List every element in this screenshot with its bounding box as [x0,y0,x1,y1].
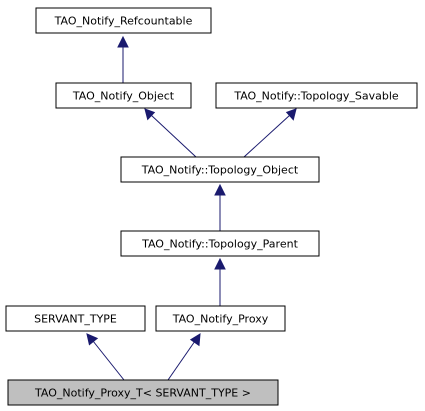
edge-topology-object-to-object [144,108,197,158]
node-servant-type[interactable]: SERVANT_TYPE [5,305,146,332]
edge-topology-object-to-savable [243,108,297,158]
edge-proxy-t-to-servant-type [86,333,125,381]
node-label: TAO_Notify_Object [72,90,175,103]
node-label: TAO_Notify_Refcountable [54,15,193,28]
node-label: TAO_Notify::Topology_Object [141,164,299,177]
node-topology-parent[interactable]: TAO_Notify::Topology_Parent [120,230,320,257]
node-topology-object[interactable]: TAO_Notify::Topology_Object [120,156,320,183]
node-box [55,82,192,109]
node-refcountable[interactable]: TAO_Notify_Refcountable [35,7,212,34]
edge-proxy-to-topology-parent [214,257,226,306]
node-proxy-t[interactable]: TAO_Notify_Proxy_T< SERVANT_TYPE > [7,379,279,406]
node-label: TAO_Notify::Topology_Savable [233,90,399,103]
node-box [7,379,279,406]
node-box [155,305,286,332]
node-box [5,305,146,332]
node-box [215,82,418,109]
edge-topology-parent-to-object [214,183,226,231]
node-label: TAO_Notify_Proxy_T< SERVANT_TYPE > [34,387,251,400]
node-box [35,7,212,34]
node-box [120,156,320,183]
node-object[interactable]: TAO_Notify_Object [55,82,192,109]
node-proxy[interactable]: TAO_Notify_Proxy [155,305,286,332]
node-box [120,230,320,257]
edge-proxy-t-to-proxy [167,333,201,381]
node-label: TAO_Notify_Proxy [172,313,269,326]
node-topology-savable[interactable]: TAO_Notify::Topology_Savable [215,82,418,109]
node-label: TAO_Notify::Topology_Parent [141,238,298,251]
edge-object-to-refcountable [117,35,129,83]
edges [86,35,297,381]
node-label: SERVANT_TYPE [34,313,117,326]
